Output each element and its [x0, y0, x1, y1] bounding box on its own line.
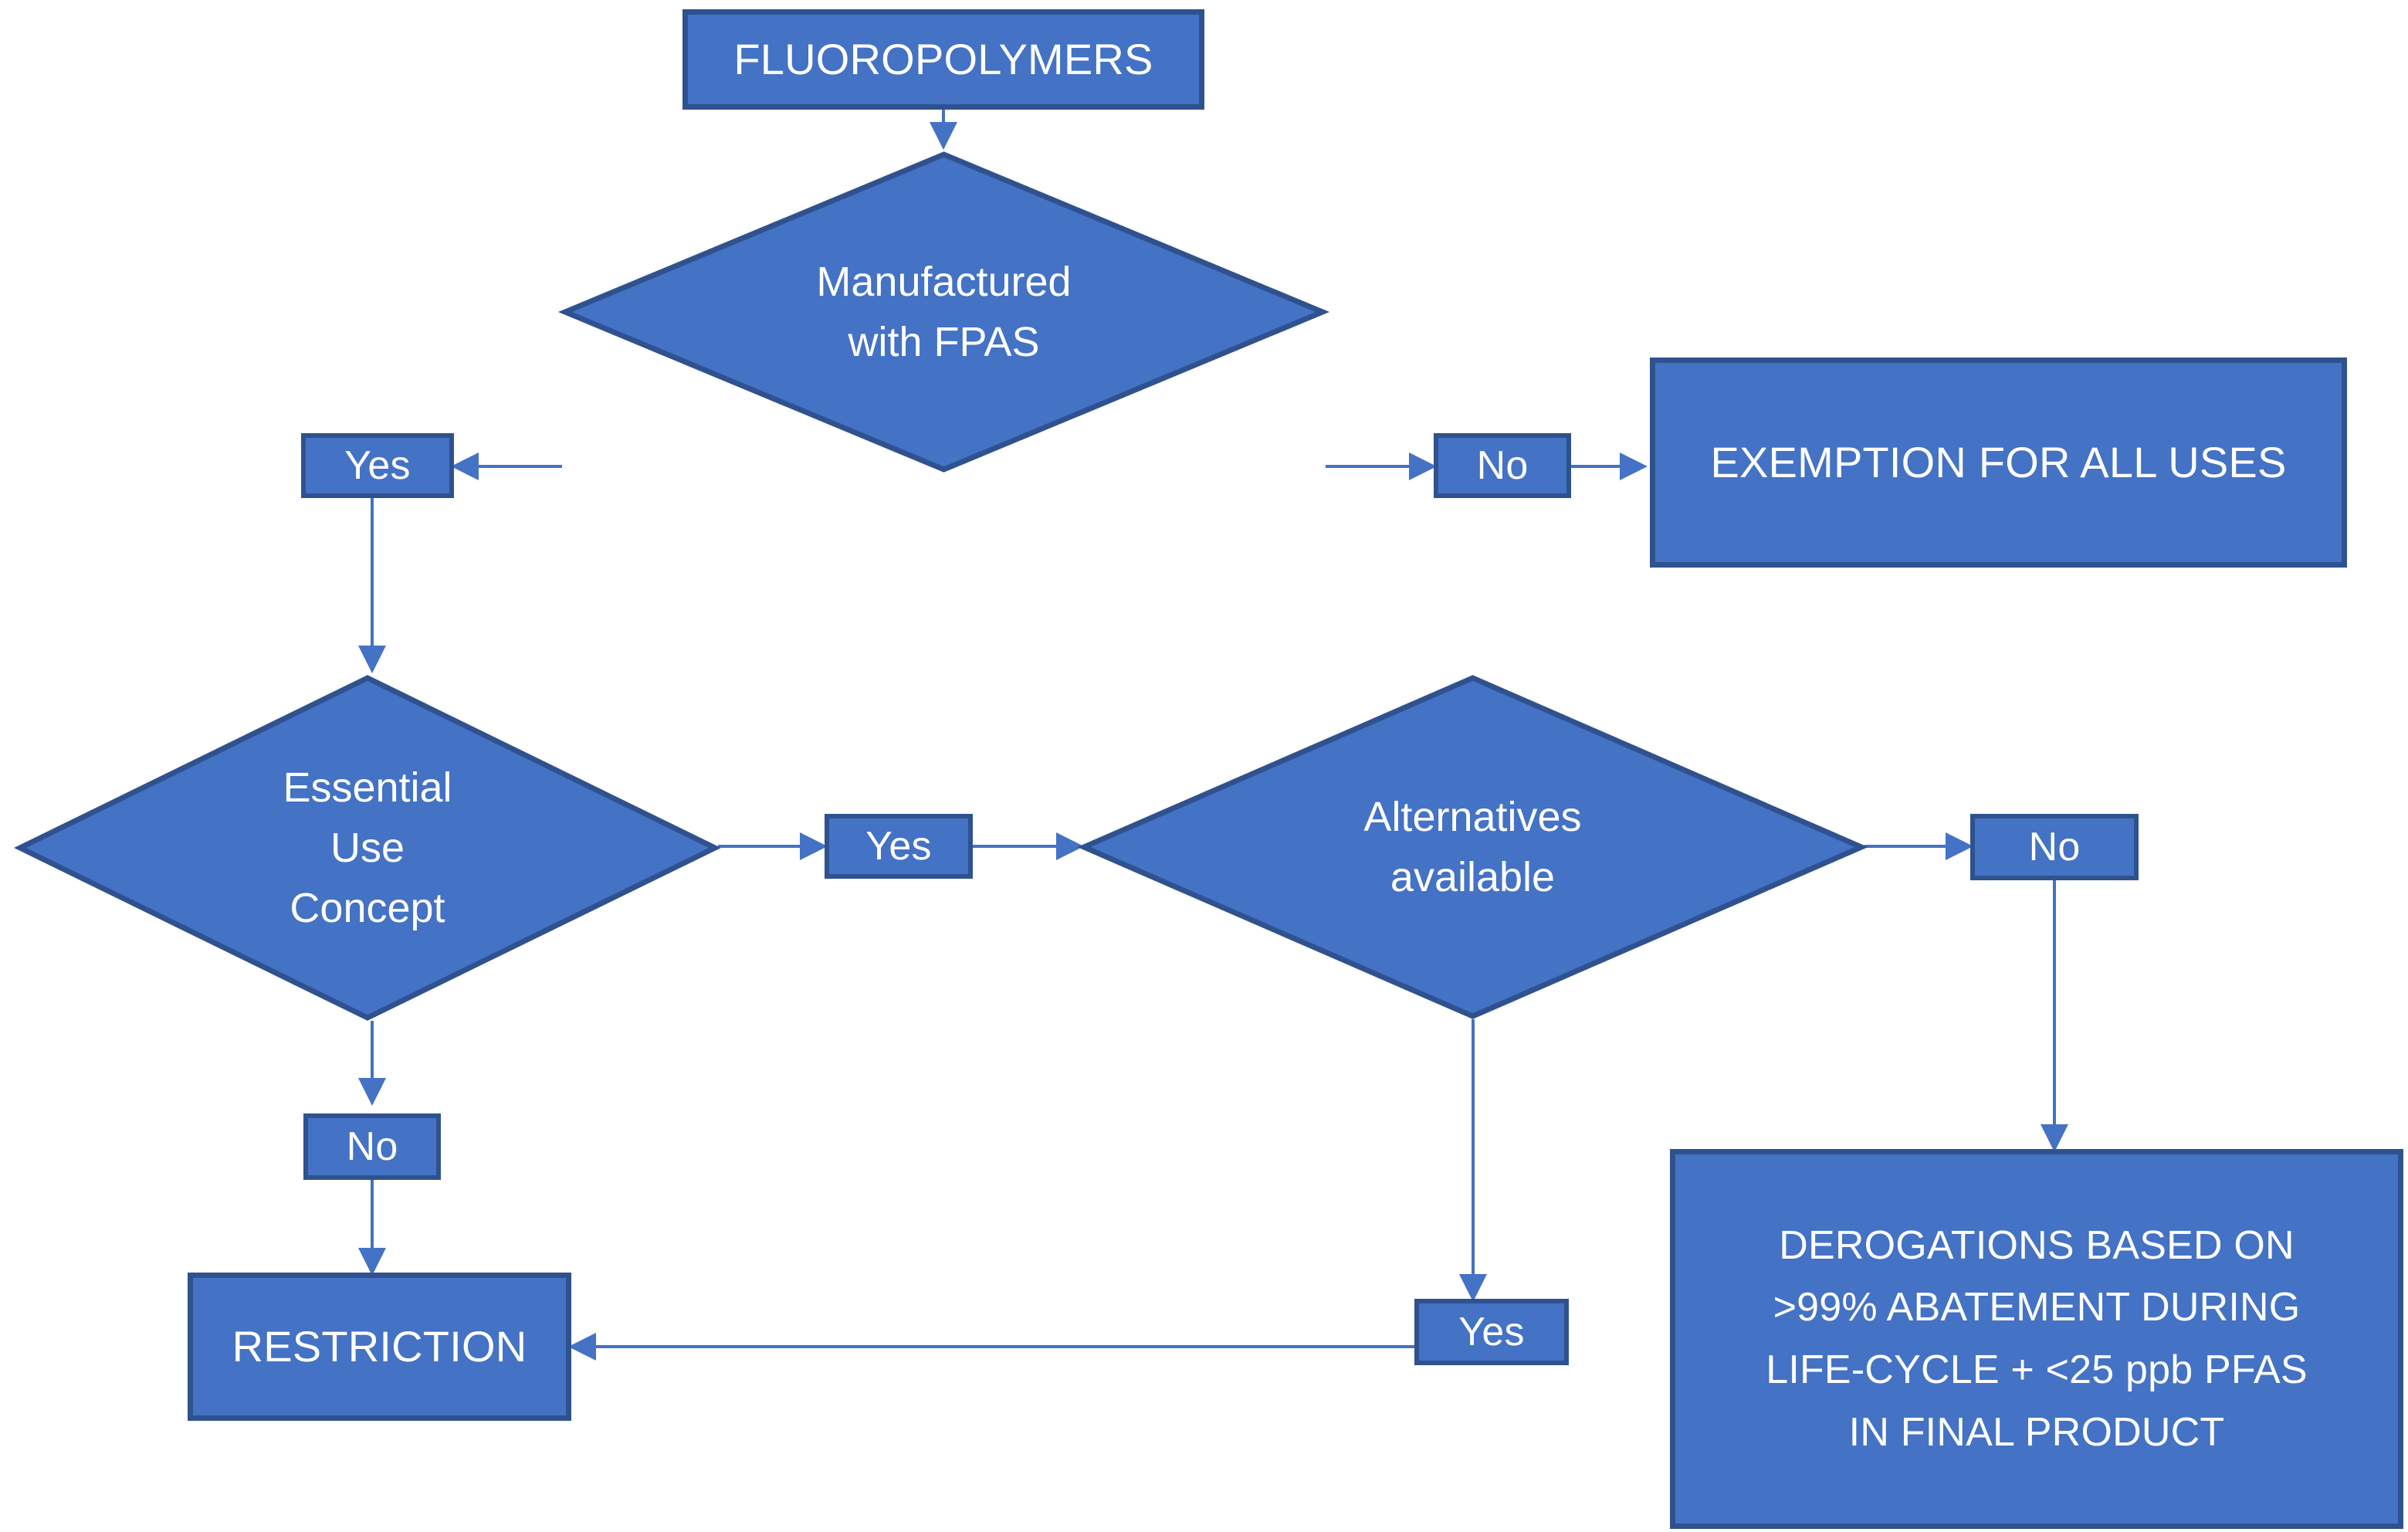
- node-restriction-label: RESTRICTION: [232, 1322, 527, 1371]
- node-fluoropolymers-label: FLUOROPOLYMERS: [733, 35, 1153, 84]
- edge-label-yes-manufactured-text: Yes: [344, 442, 411, 488]
- edge-label-yes-essential[interactable]: Yes: [825, 814, 973, 879]
- node-fluoropolymers[interactable]: FLUOROPOLYMERS: [682, 9, 1204, 110]
- diamond-shape: [557, 151, 1330, 473]
- node-derogations-label: DEROGATIONS BASED ON >99% ABATEMENT DURI…: [1766, 1222, 2308, 1455]
- edge-label-no-manufactured[interactable]: No: [1434, 433, 1571, 498]
- edge-label-no-manufactured-text: No: [1476, 442, 1529, 488]
- edge-label-no-essential-text: No: [346, 1124, 398, 1169]
- edge-label-yes-alternatives[interactable]: Yes: [1414, 1299, 1569, 1365]
- node-alternatives-available[interactable]: Alternatives available: [1077, 675, 1868, 1019]
- node-restriction[interactable]: RESTRICTION: [188, 1273, 571, 1421]
- edge-label-no-essential[interactable]: No: [303, 1113, 441, 1180]
- node-exemption-for-all-uses[interactable]: EXEMPTION FOR ALL USES: [1650, 358, 2347, 568]
- node-derogations[interactable]: DEROGATIONS BASED ON >99% ABATEMENT DURI…: [1670, 1149, 2403, 1529]
- node-manufactured-with-fpas[interactable]: Manufactured with FPAS: [557, 151, 1330, 473]
- edge-label-yes-alternatives-text: Yes: [1458, 1309, 1525, 1354]
- diamond-shape: [1077, 675, 1868, 1019]
- diamond-shape: [14, 675, 721, 1021]
- edge-label-no-alternatives[interactable]: No: [1970, 814, 2139, 880]
- node-essential-use-concept[interactable]: Essential Use Concept: [14, 675, 721, 1021]
- node-exemption-for-all-uses-label: EXEMPTION FOR ALL USES: [1710, 438, 2287, 487]
- edge-label-yes-essential-text: Yes: [865, 823, 932, 869]
- edge-label-no-alternatives-text: No: [2028, 824, 2081, 869]
- edge-label-yes-manufactured[interactable]: Yes: [301, 433, 454, 498]
